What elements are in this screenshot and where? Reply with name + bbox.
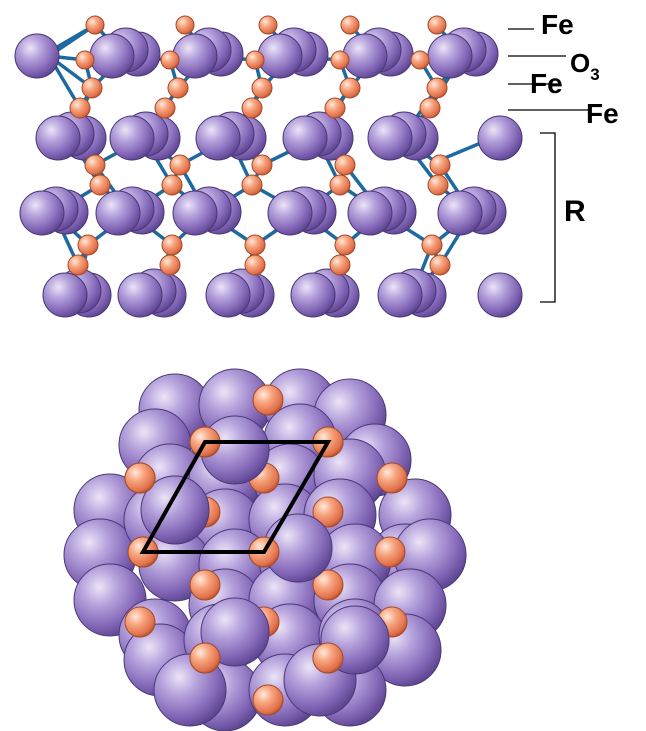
iron-atom [427,15,447,35]
oxygen-atom [200,597,270,667]
label-fe-mid: Fe [530,68,563,99]
iron-atom [161,174,183,196]
iron-atom [175,15,195,35]
iron-atom [252,684,284,716]
oxygen-atom [377,272,423,318]
iron-atom [84,154,106,176]
oxygen-atom [172,190,218,236]
iron-atom [251,77,273,99]
iron-atom [376,462,408,494]
iron-atom [251,154,273,176]
label-fe-bottom: Fe [586,98,619,129]
oxygen-atom [172,33,218,79]
iron-atom [312,642,344,674]
iron-atom [419,97,441,119]
oxygen-atom [477,272,523,318]
iron-atom [421,234,443,256]
iron-atom [339,77,361,99]
oxygen-atom [257,33,303,79]
iron-atom [85,15,105,35]
iron-atom [167,77,189,99]
iron-atom [77,234,99,256]
iron-atom [75,50,95,70]
oxygen-atom [342,33,388,79]
top-view-atoms [63,368,467,731]
iron-atom [189,642,221,674]
iron-atom [241,174,263,196]
iron-atom [324,97,346,119]
oxygen-atom [477,115,523,161]
iron-atom [329,174,351,196]
iron-atom [67,254,89,276]
oxygen-atom [89,33,135,79]
iron-atom [124,462,156,494]
oxygen-atom [267,190,313,236]
oxygen-atom [427,33,473,79]
oxygen-atom [205,272,251,318]
iron-atom [410,50,430,70]
label-o3-letter: O [570,48,590,78]
iron-atom [124,606,156,638]
iron-atom [241,97,263,119]
iron-atom [252,384,284,416]
iron-atom [169,154,191,176]
iron-atom [154,97,176,119]
layer-label-lines [508,28,590,111]
iron-atom [81,77,103,99]
iron-atom [69,97,91,119]
iron-atom [329,254,351,276]
iron-atom [189,569,221,601]
iron-atom [245,50,265,70]
bulk-bracket [540,132,556,303]
oxygen-atom [282,115,328,161]
iron-atom [426,77,448,99]
iron-atom [340,15,360,35]
iron-atom [312,569,344,601]
iron-atom [312,496,344,528]
iron-atom [429,154,451,176]
iron-atom [160,50,180,70]
oxygen-atom [35,115,81,161]
oxygen-atom [42,272,88,318]
iron-atom [330,50,350,70]
iron-atom [334,234,356,256]
iron-atom [161,234,183,256]
iron-atom [427,174,449,196]
oxygen-atom [109,115,155,161]
oxygen-atom [117,272,163,318]
oxygen-atom [290,272,336,318]
label-bulk-r: R [564,195,586,228]
oxygen-atom [437,190,483,236]
iron-atom [334,154,356,176]
oxygen-atom [367,115,413,161]
iron-atom [374,536,406,568]
iron-atom [244,234,266,256]
iron-atom [244,254,266,276]
iron-atom [89,174,111,196]
iron-atom [429,254,451,276]
label-o3-subscript: 3 [590,65,599,84]
oxygen-atom [95,190,141,236]
iron-atom [258,15,278,35]
label-o3: O3 [570,48,600,84]
oxygen-atom [195,115,241,161]
oxygen-atom [14,33,60,79]
oxygen-atom [19,190,65,236]
oxygen-atom [347,190,393,236]
side-view-atoms [14,15,523,318]
label-fe-top: Fe [541,9,574,40]
surface-unit-cell [139,440,332,554]
iron-atom [159,254,181,276]
